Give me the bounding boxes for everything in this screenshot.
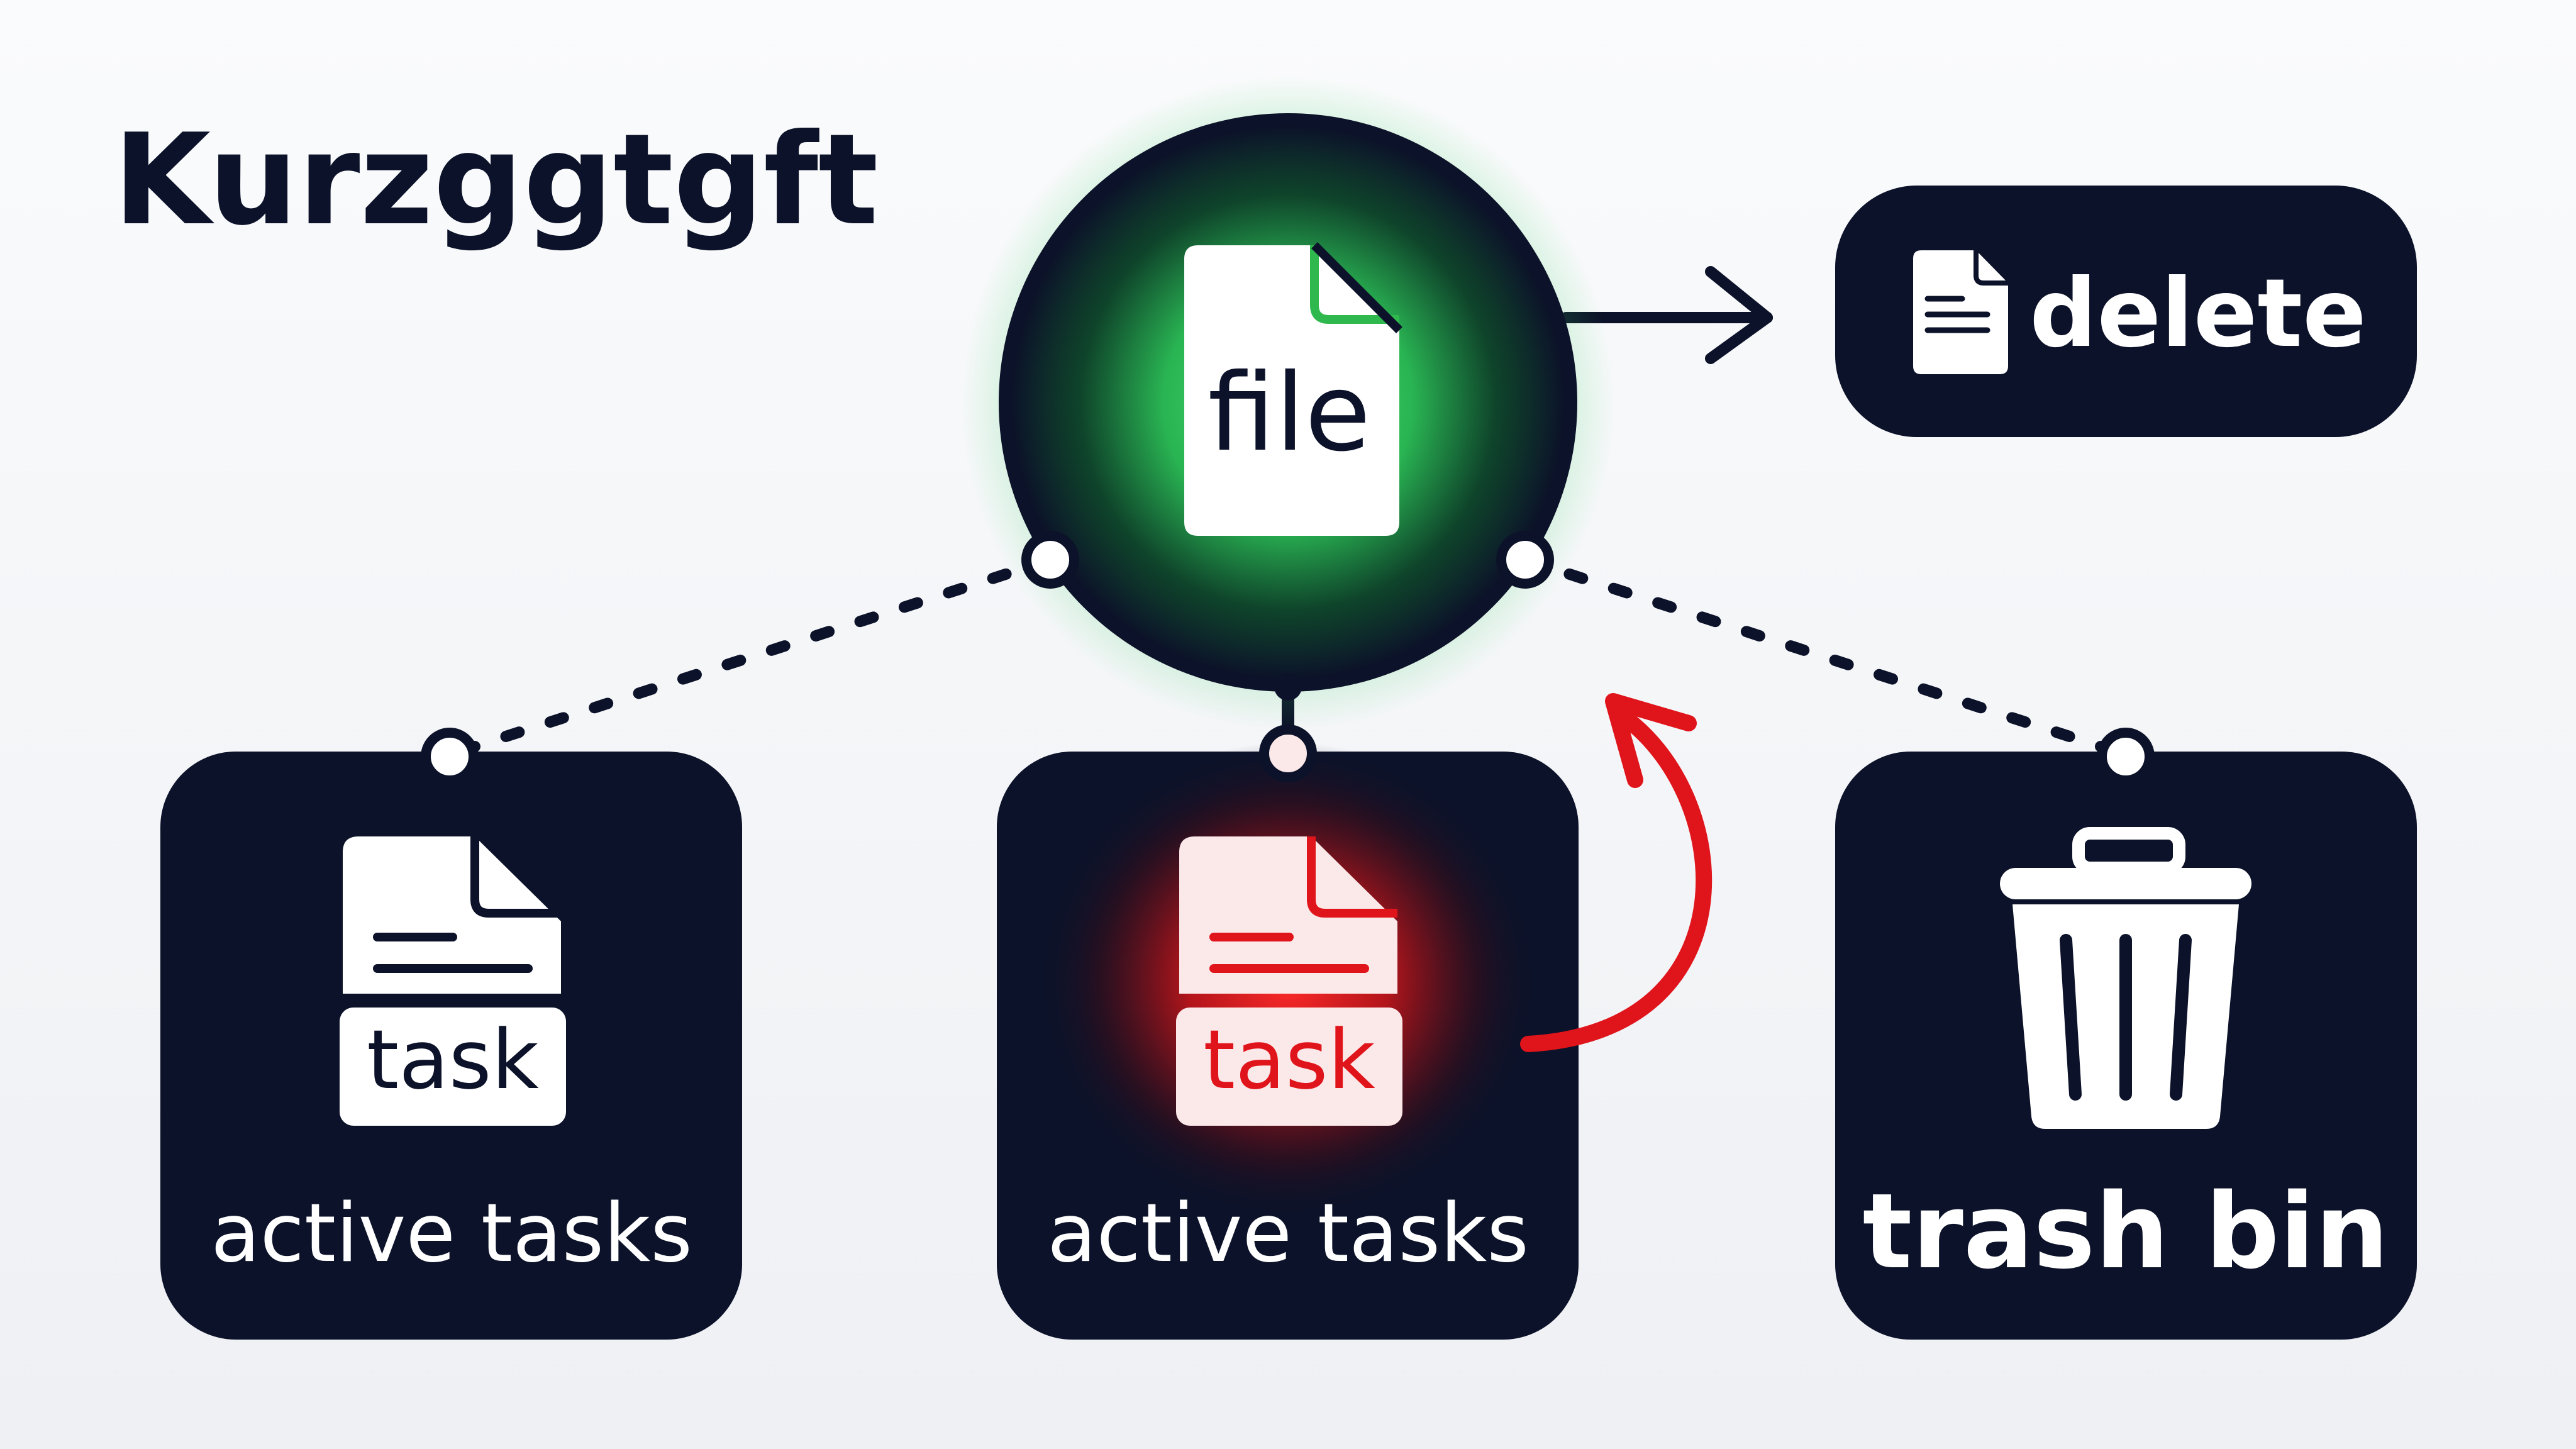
trash-icon — [2000, 827, 2251, 1129]
red-arrowhead — [1605, 693, 1697, 788]
task-badge — [340, 1008, 566, 1126]
tasks-left-label: active tasks — [211, 1187, 692, 1280]
document-icon — [1913, 250, 2008, 374]
document-icon — [343, 836, 561, 994]
handle-trash[interactable] — [2097, 728, 2155, 786]
node-delete[interactable]: delete — [1835, 186, 2417, 437]
dotted-connector-file-to-trash — [1519, 554, 2131, 760]
handle-tasks-center[interactable] — [1259, 724, 1317, 782]
handle-file-right[interactable] — [1496, 531, 1554, 589]
file-label: file — [1208, 351, 1371, 475]
task-badge — [1176, 1008, 1402, 1126]
node-trash[interactable]: trash bin — [1835, 752, 2417, 1340]
dotted-connector-file-to-left-tasks — [444, 554, 1056, 760]
red-curved-arrow — [1520, 693, 1713, 1052]
node-tasks-center[interactable]: task active tasks — [997, 742, 1579, 1340]
trash-label: trash bin — [1863, 1171, 2389, 1292]
tasks-center-label: active tasks — [1047, 1187, 1529, 1280]
node-tasks-left[interactable]: task active tasks — [160, 752, 742, 1340]
handle-tasks-left[interactable] — [421, 728, 479, 786]
node-file[interactable]: file — [961, 75, 1615, 730]
document-icon — [1179, 836, 1397, 994]
delete-label: delete — [2029, 259, 2367, 369]
diagram-title: Kurzggtgft — [113, 107, 879, 253]
handle-file-left[interactable] — [1021, 531, 1079, 589]
connection-handles — [421, 531, 2155, 786]
task-badge-label: task — [1203, 1012, 1375, 1108]
arrowhead-delete — [1705, 266, 1773, 364]
red-arrow-path — [1520, 706, 1713, 1052]
document-icon — [1184, 242, 1402, 536]
task-badge-label: task — [367, 1012, 539, 1108]
handle-file-bottom[interactable] — [1274, 673, 1302, 701]
